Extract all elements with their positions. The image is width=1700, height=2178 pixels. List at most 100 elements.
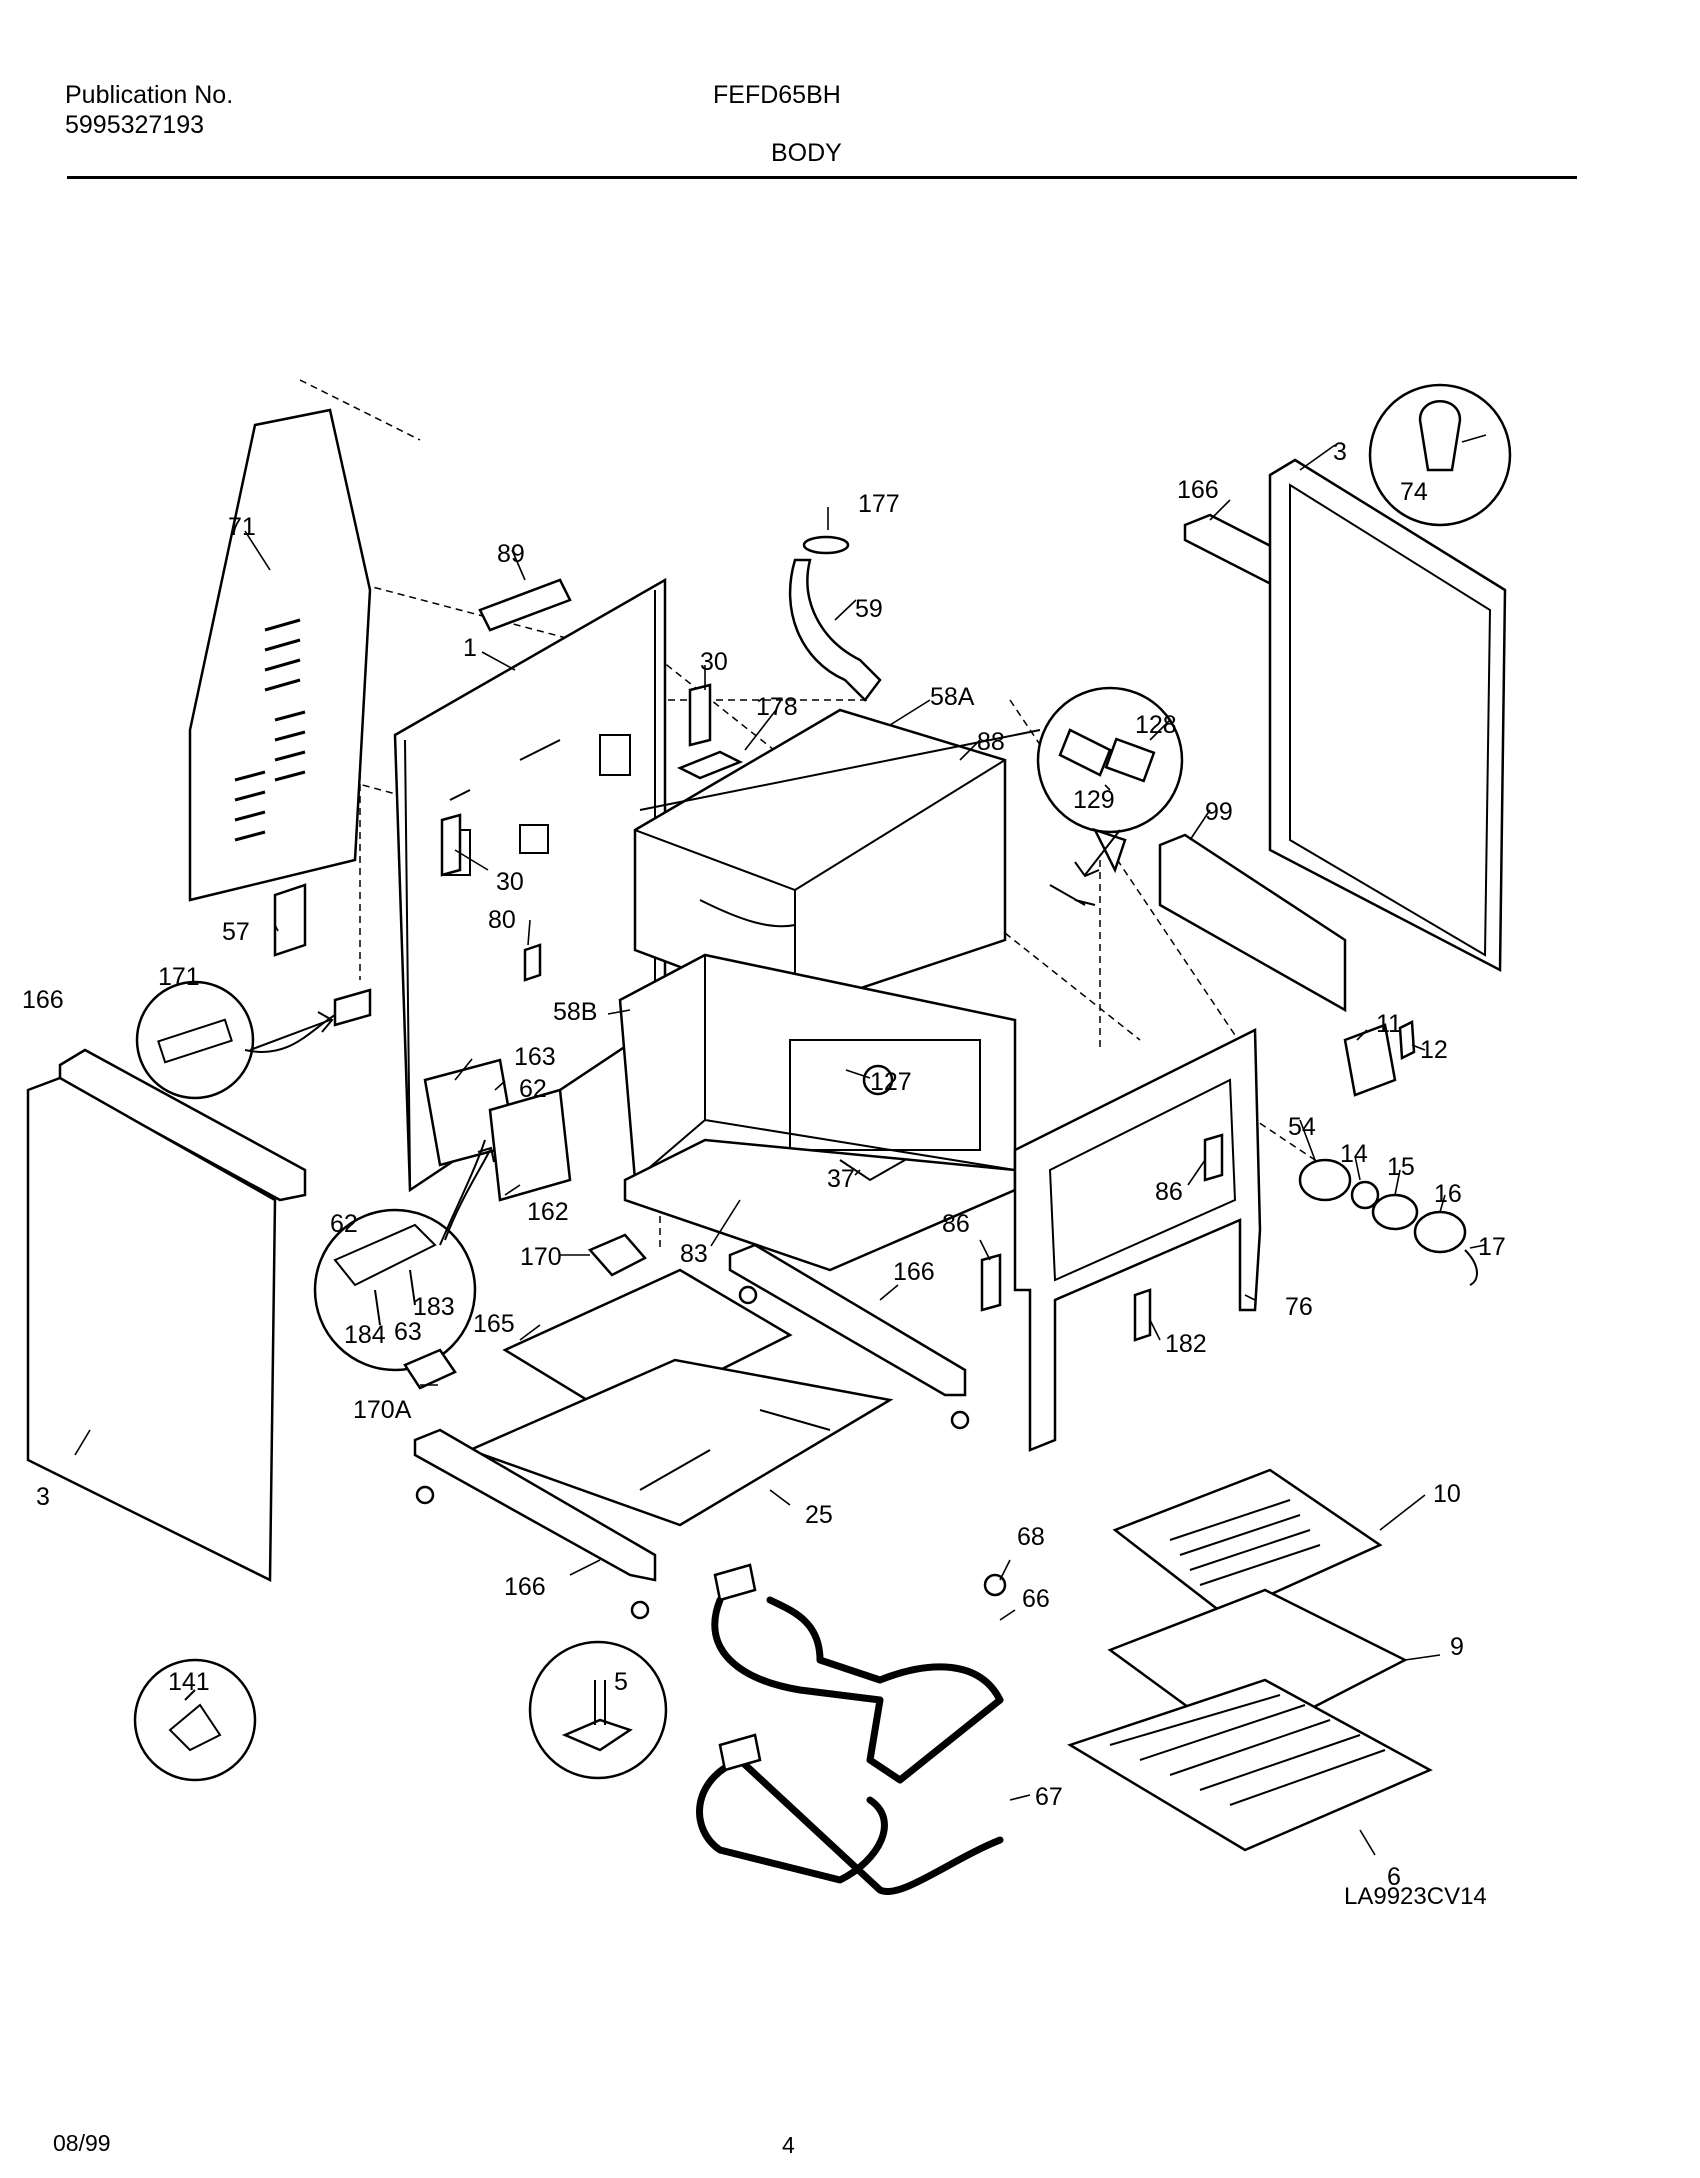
lamp-socket-54 bbox=[1298, 1158, 1352, 1202]
callout-171: 171 bbox=[158, 963, 200, 991]
bracket-30-upper bbox=[688, 683, 712, 747]
callout-163: 163 bbox=[514, 1043, 556, 1071]
callout-182: 182 bbox=[1165, 1330, 1207, 1358]
callout-25: 25 bbox=[805, 1501, 833, 1529]
header-rule bbox=[67, 176, 1577, 179]
arrow-to-163 bbox=[444, 1146, 495, 1241]
callout-17: 17 bbox=[1478, 1233, 1506, 1261]
callout-10: 10 bbox=[1433, 1480, 1461, 1508]
wire-37 bbox=[839, 1159, 906, 1182]
publication-number: 5995327193 bbox=[65, 111, 205, 139]
bracket-178 bbox=[676, 750, 744, 780]
oven-rack-6 bbox=[1067, 1678, 1433, 1852]
clip-170 bbox=[587, 1233, 647, 1277]
callout-63: 63 bbox=[394, 1318, 422, 1346]
callout-6: 6 bbox=[1387, 1863, 1401, 1891]
model-number: FEFD65BH bbox=[713, 81, 841, 109]
callout-3-right: 3 bbox=[1333, 438, 1347, 466]
callout-166-bottom: 166 bbox=[504, 1573, 546, 1601]
callout-3-left: 3 bbox=[36, 1483, 50, 1511]
callout-129: 129 bbox=[1073, 786, 1115, 814]
arrow-to-128 bbox=[1074, 829, 1121, 878]
detail-circle-171 bbox=[135, 980, 255, 1100]
lens-16 bbox=[1413, 1210, 1467, 1254]
callout-37: 37 bbox=[827, 1165, 855, 1193]
strip-182 bbox=[1133, 1288, 1152, 1342]
callout-9: 9 bbox=[1450, 1633, 1464, 1661]
callout-88: 88 bbox=[977, 728, 1005, 756]
callout-86-left: 86 bbox=[942, 1210, 970, 1238]
callout-166-center: 166 bbox=[893, 1258, 935, 1286]
callout-166-upper: 166 bbox=[1177, 476, 1219, 504]
section-title: BODY bbox=[771, 139, 842, 167]
toe-kick-166-bottom bbox=[413, 1428, 657, 1582]
callout-62-detail: 62 bbox=[330, 1210, 358, 1238]
bake-element-66 bbox=[711, 1596, 1004, 1784]
callout-127: 127 bbox=[870, 1068, 912, 1096]
callout-58B: 58B bbox=[553, 998, 597, 1026]
callout-14: 14 bbox=[1340, 1140, 1368, 1168]
publication-label: Publication No. bbox=[65, 81, 234, 109]
callout-12: 12 bbox=[1420, 1036, 1448, 1064]
callout-15: 15 bbox=[1387, 1153, 1415, 1181]
wire-17 bbox=[1464, 1249, 1478, 1286]
diagram-code: LA9923CV14 bbox=[1344, 1883, 1487, 1910]
arrow-to-171 bbox=[249, 1011, 334, 1051]
callout-58A: 58A bbox=[930, 683, 975, 711]
leader-lines bbox=[74, 434, 1487, 1856]
front-frame-76 bbox=[1013, 1028, 1262, 1452]
footer-page-number: 4 bbox=[782, 2132, 795, 2158]
callout-16: 16 bbox=[1434, 1180, 1462, 1208]
callout-54: 54 bbox=[1288, 1113, 1316, 1141]
callout-99: 99 bbox=[1205, 798, 1233, 826]
callout-68: 68 bbox=[1017, 1523, 1045, 1551]
callout-162: 162 bbox=[527, 1198, 569, 1226]
callout-74: 74 bbox=[1400, 478, 1428, 506]
rod-88 bbox=[639, 729, 1041, 811]
vent-duct-59 bbox=[788, 558, 882, 702]
callout-67: 67 bbox=[1035, 1783, 1063, 1811]
broiler-grid-10 bbox=[1112, 1468, 1383, 1617]
side-panel-3-left bbox=[26, 1076, 277, 1583]
plate-57 bbox=[273, 883, 307, 957]
clip-170A bbox=[403, 1348, 457, 1390]
callout-86-right: 86 bbox=[1155, 1178, 1183, 1206]
callout-1: 1 bbox=[463, 634, 477, 662]
callout-184: 184 bbox=[344, 1321, 386, 1349]
callout-66: 66 bbox=[1022, 1585, 1050, 1613]
callout-30-lower: 30 bbox=[496, 868, 524, 896]
bottom-panel-25 bbox=[466, 1358, 894, 1527]
callout-178: 178 bbox=[756, 693, 798, 721]
toe-kick-166-center bbox=[728, 1243, 967, 1397]
callout-141: 141 bbox=[168, 1668, 210, 1696]
callout-89: 89 bbox=[497, 540, 525, 568]
rear-cover-71 bbox=[188, 408, 372, 902]
terminal-bracket-67 bbox=[718, 1733, 762, 1772]
bulb-15 bbox=[1371, 1193, 1419, 1231]
hinge-86-left bbox=[980, 1253, 1002, 1312]
callout-128: 128 bbox=[1135, 711, 1177, 739]
ring-14 bbox=[1350, 1180, 1380, 1210]
callout-71: 71 bbox=[228, 513, 256, 541]
callout-59: 59 bbox=[855, 595, 883, 623]
bracket-89 bbox=[478, 578, 572, 632]
diagram-artwork bbox=[26, 379, 1512, 1895]
detail-circle-141 bbox=[133, 1658, 257, 1782]
callout-80: 80 bbox=[488, 906, 516, 934]
callout-165: 165 bbox=[473, 1310, 515, 1338]
callout-5: 5 bbox=[614, 1668, 628, 1696]
callout-labels: 177 74 3 166 71 89 1 59 30 178 58A 88 12… bbox=[22, 438, 1506, 1910]
callout-76: 76 bbox=[1285, 1293, 1313, 1321]
back-panel-1 bbox=[393, 577, 667, 1193]
grommet-68 bbox=[983, 1573, 1007, 1597]
lamp-bracket-11 bbox=[1343, 1023, 1397, 1097]
callout-166-left: 166 bbox=[22, 986, 64, 1014]
footer-date: 08/99 bbox=[53, 2130, 111, 2156]
side-panel-3-right bbox=[1268, 458, 1507, 973]
bracket-30-lower bbox=[440, 813, 462, 877]
terminal-bracket-66 bbox=[713, 1563, 757, 1602]
callout-170: 170 bbox=[520, 1243, 562, 1271]
callout-177: 177 bbox=[858, 490, 900, 518]
clip-12 bbox=[1398, 1020, 1416, 1060]
hinge-86-right bbox=[1203, 1133, 1224, 1182]
